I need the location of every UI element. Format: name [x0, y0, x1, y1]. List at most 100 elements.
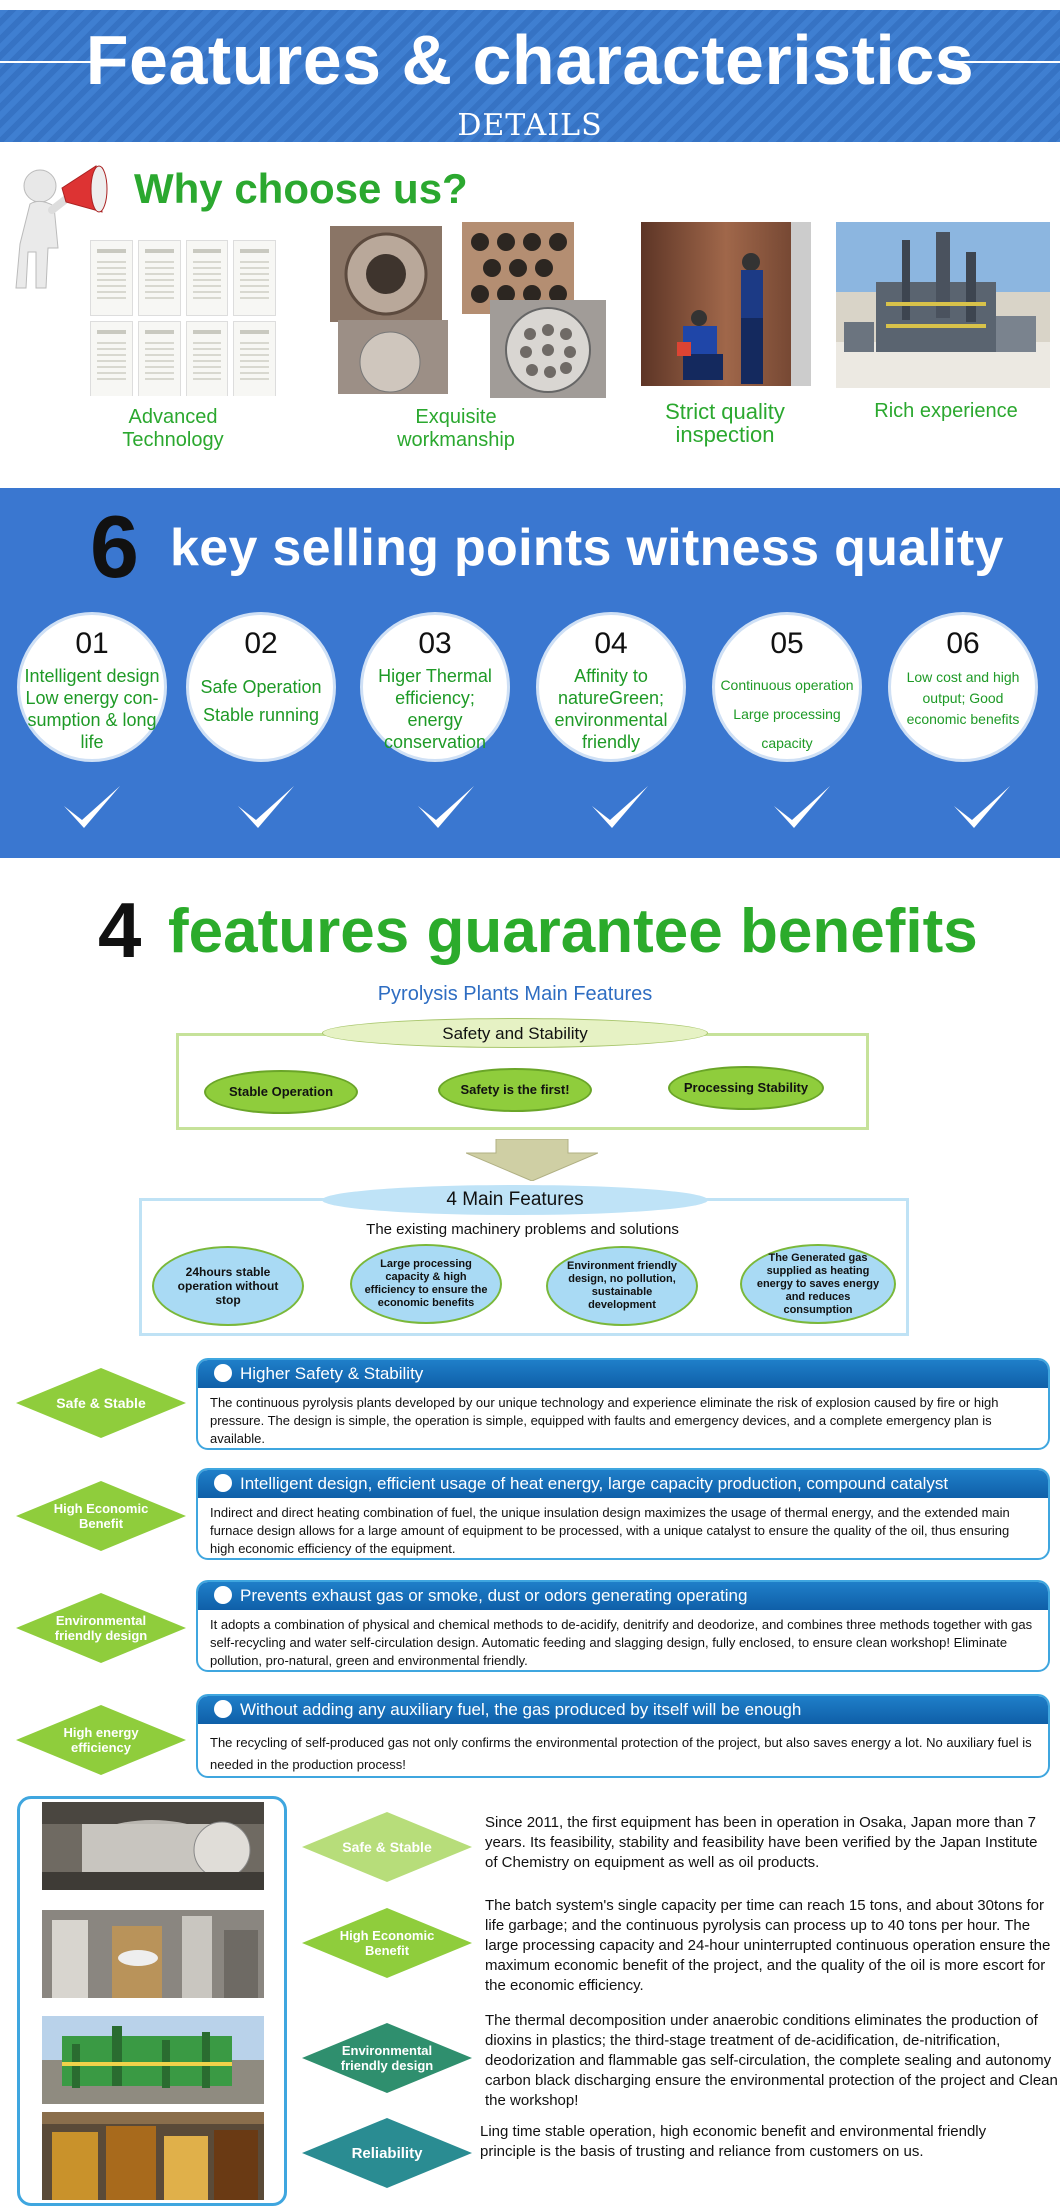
feature-row-body: The continuous pyrolysis plants develope… [210, 1395, 999, 1446]
tag-environmental-friendly: Environmental friendly design [16, 1593, 186, 1663]
tag-safe-stable-bottom: Safe & Stable [302, 1812, 472, 1882]
bottom-description: The batch system's single capacity per t… [485, 1897, 1051, 1994]
selling-point-number: 02 [244, 627, 278, 660]
main-features-subtitle: The existing machinery problems and solu… [366, 1221, 679, 1238]
why-item-workmanship [330, 222, 606, 398]
selling-points-title: key selling points witness quality [170, 519, 1004, 577]
tag-label: High Economic Benefit [339, 1928, 435, 1958]
banner-right-line [955, 61, 1060, 63]
main-feature-item: Environment friendly design, no pollutio… [546, 1246, 698, 1326]
feature-row-environment: Prevents exhaust gas or smoke, dust or o… [196, 1580, 1050, 1672]
selling-point-text: Affinity to natureGreen; environmental f… [554, 666, 668, 752]
feature-row-body: It adopts a combination of physical and … [210, 1617, 1033, 1668]
selling-point-01: 01 Intelligent design Low energy con-sum… [17, 612, 167, 762]
selling-point-03: 03 Higer Thermal efficiency; energy cons… [360, 612, 510, 762]
feature-row-safety: Higher Safety & Stability The continuous… [196, 1358, 1050, 1450]
main-feature-item: The Generated gas supplied as heating en… [740, 1244, 896, 1324]
selling-point-number: 03 [418, 627, 452, 660]
feature-row-heading-text: Prevents exhaust gas or smoke, dust or o… [240, 1586, 748, 1605]
tag-label: Safe & Stable [342, 1838, 432, 1855]
page-title: Features & characteristics [85, 21, 975, 99]
selling-point-06: 06 Low cost and high output; Good econom… [888, 612, 1038, 762]
selling-points-section: 6 key selling points witness quality 01 … [0, 488, 1060, 858]
tag-reliability-bottom: Reliability [302, 2118, 472, 2188]
selling-point-text: Continuous operation Large processing ca… [720, 677, 854, 751]
features-number: 4 [98, 886, 142, 974]
safety-item-processing-stability: Processing Stability [668, 1066, 824, 1110]
features-title: features guarantee benefits [168, 897, 978, 966]
bottom-description: Ling time stable operation, high economi… [480, 2123, 987, 2160]
flange-parts-image [330, 222, 606, 398]
feature-row-heading: Without adding any auxiliary fuel, the g… [198, 1696, 1048, 1724]
tag-label: High energy efficiency [63, 1725, 139, 1755]
plant-interior-photo-image [42, 1910, 264, 1998]
feature-row-heading: Intelligent design, efficient usage of h… [198, 1470, 1048, 1498]
tag-environmental-friendly-bottom: Environmental friendly design [302, 2023, 472, 2093]
selling-point-number: 04 [594, 627, 628, 660]
check-icon [418, 786, 474, 828]
selling-point-number: 01 [75, 627, 109, 660]
tag-label: High Economic Benefit [53, 1501, 149, 1531]
tag-high-economic-benefit-bottom: High Economic Benefit [302, 1908, 472, 1978]
plant-site-image [836, 222, 1050, 388]
why-choose-title: Why choose us? [134, 165, 468, 212]
machine-photo-image [42, 1802, 264, 1890]
bullet-icon [214, 1700, 232, 1718]
why-label-workmanship: Exquisite workmanship [397, 406, 515, 451]
check-icon [592, 786, 648, 828]
safety-item-stable-operation: Stable Operation [204, 1070, 358, 1114]
tag-label: Safe & Stable [56, 1394, 146, 1411]
why-label-technology: Advanced Technology [122, 406, 224, 451]
selling-point-number: 06 [946, 627, 980, 660]
arrow-down-icon [466, 1139, 598, 1181]
feature-row-economic: Intelligent design, efficient usage of h… [196, 1468, 1050, 1560]
why-item-inspection [641, 222, 811, 386]
bullet-icon [214, 1586, 232, 1604]
tag-label: Environmental friendly design [340, 2043, 434, 2073]
certificates-image [86, 236, 280, 396]
check-icon [774, 786, 830, 828]
check-icon [954, 786, 1010, 828]
main-feature-item: Large processing capacity & high efficie… [350, 1244, 502, 1324]
diagram-title: Pyrolysis Plants Main Features [377, 983, 653, 1005]
bottom-description: The thermal decomposition under anaerobi… [485, 2012, 1058, 2109]
tag-label: Environmental friendly design [54, 1613, 148, 1643]
banner-left-line [0, 61, 105, 63]
selling-point-text: Safe Operation Stable running [200, 677, 322, 725]
bullet-icon [214, 1474, 232, 1492]
feature-row-heading-text: Without adding any auxiliary fuel, the g… [240, 1700, 802, 1719]
why-label-inspection: Strict quality inspection [665, 399, 785, 447]
tag-high-economic-benefit: High Economic Benefit [16, 1481, 186, 1551]
bottom-description: Since 2011, the first equipment has been… [485, 1814, 1038, 1871]
main-feature-item: 24hours stable operation without stop [152, 1246, 304, 1326]
selling-point-04: 04 Affinity to natureGreen; environmenta… [536, 612, 686, 762]
selling-point-text: Intelligent design Low energy con-sumpti… [24, 666, 160, 752]
feature-row-body: The recycling of self-produced gas not o… [210, 1735, 1032, 1772]
selling-point-05: 05 Continuous operation Large processing… [712, 612, 862, 762]
check-icon [64, 786, 120, 828]
feature-row-body: Indirect and direct heating combination … [210, 1505, 1010, 1556]
bullet-icon [214, 1364, 232, 1382]
selling-point-text: Low cost and high output; Good economic … [906, 669, 1020, 727]
feature-row-heading-text: Higher Safety & Stability [240, 1364, 424, 1383]
tag-label: Reliability [351, 2144, 423, 2162]
selling-point-number: 05 [770, 627, 804, 660]
why-label-experience: Rich experience [874, 400, 1018, 422]
megaphone-figure-icon [0, 148, 120, 298]
selling-point-text: Higer Thermal efficiency; energy conserv… [378, 666, 492, 752]
why-item-experience [836, 222, 1050, 388]
header-banner: Features & characteristics DETAILS [0, 10, 1060, 143]
inspection-workers-image [641, 222, 811, 386]
feature-row-heading-text: Intelligent design, efficient usage of h… [240, 1474, 949, 1493]
check-icon [238, 786, 294, 828]
selling-points-number: 6 [90, 497, 139, 596]
oil-samples-photo-image [42, 2112, 264, 2200]
page-subtitle: DETAILS [457, 108, 603, 143]
feature-row-heading: Higher Safety & Stability [198, 1360, 1048, 1388]
feature-row-energy: Without adding any auxiliary fuel, the g… [196, 1694, 1050, 1778]
feature-row-heading: Prevents exhaust gas or smoke, dust or o… [198, 1582, 1048, 1610]
tag-high-energy-efficiency: High energy efficiency [16, 1705, 186, 1775]
main-features-title: 4 Main Features [322, 1185, 708, 1215]
selling-point-02: 02 Safe Operation Stable running [186, 612, 336, 762]
safety-item-safety-first: Safety is the first! [438, 1068, 592, 1112]
